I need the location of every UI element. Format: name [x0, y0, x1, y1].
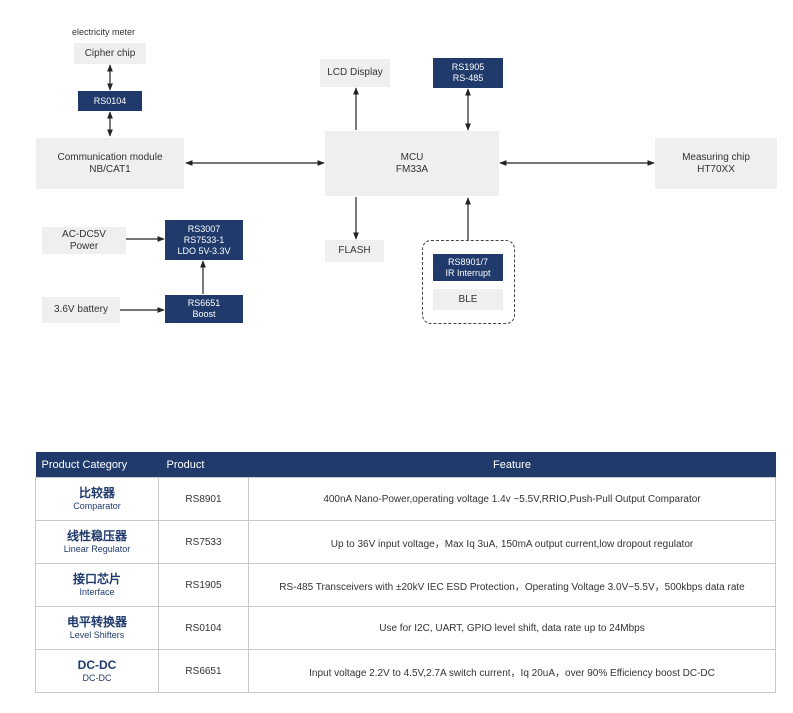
lcd-display-box: LCD Display: [320, 59, 390, 87]
comm-module-line1: Communication module: [57, 151, 163, 163]
header-feature: Feature: [248, 452, 776, 478]
measuring-chip-line1: Measuring chip: [682, 151, 750, 163]
table-header-row: Product Category Product Feature: [35, 452, 776, 478]
category-en: Level Shifters: [69, 630, 125, 640]
table-row: 接口芯片 Interface RS1905 RS-485 Transceiver…: [35, 563, 776, 607]
acdc-line1: AC-DC5V: [62, 228, 106, 240]
rs0104-box: RS0104: [78, 91, 142, 111]
battery-label: 3.6V battery: [54, 304, 108, 315]
ir-line2: IR Interrupt: [445, 267, 491, 278]
feature-cell: RS-485 Transceivers with ±20kV IEC ESD P…: [248, 563, 776, 607]
boost-box: RS6651 Boost: [165, 295, 243, 323]
table-row: 电平转换器 Level Shifters RS0104 Use for I2C,…: [35, 606, 776, 650]
comm-module-line2: NB/CAT1: [89, 163, 131, 175]
flash-label: FLASH: [338, 245, 371, 256]
battery-box: 3.6V battery: [42, 297, 120, 323]
category-cell: DC-DC DC-DC: [35, 649, 159, 693]
measuring-chip-line2: HT70XX: [697, 163, 735, 175]
meter-label: electricity meter: [72, 27, 136, 37]
cipher-chip-label: Cipher chip: [84, 47, 136, 59]
category-en: Comparator: [73, 501, 121, 511]
feature-cell: 400nA Nano-Power,operating voltage 1.4v …: [248, 477, 776, 521]
ir-line1: RS8901/7: [447, 256, 489, 267]
product-cell: RS6651: [158, 649, 249, 693]
acdc-line2: Power: [69, 240, 99, 252]
mcu-line2: FM33A: [395, 163, 429, 175]
lcd-display-label: LCD Display: [327, 67, 383, 78]
header-product-category: Product Category: [35, 452, 159, 478]
ir-ble-group: [422, 240, 515, 324]
mcu-box: MCU FM33A: [325, 131, 499, 196]
ldo-box: RS3007 RS7533-1 LDO 5V-3.3V: [165, 220, 243, 260]
table-row: DC-DC DC-DC RS6651 Input voltage 2.2V to…: [35, 649, 776, 693]
product-cell: RS7533: [158, 520, 249, 564]
comm-module-box: Communication module NB/CAT1: [36, 138, 184, 189]
category-en: Linear Regulator: [63, 544, 131, 554]
ir-interrupt-box: RS8901/7 IR Interrupt: [433, 254, 503, 281]
boost-line1: RS6651: [187, 298, 221, 308]
rs1905-line2: RS-485: [452, 73, 484, 83]
cipher-chip-box: Cipher chip: [74, 43, 146, 64]
rs1905-line1: RS1905: [451, 62, 485, 72]
ldo-line3: LDO 5V-3.3V: [177, 245, 231, 256]
product-cell: RS0104: [158, 606, 249, 650]
rs1905-box: RS1905 RS-485: [433, 58, 503, 88]
feature-cell: Input voltage 2.2V to 4.5V,2.7A switch c…: [248, 649, 776, 693]
category-en: DC-DC: [82, 673, 112, 683]
ble-label: BLE: [458, 293, 478, 305]
category-cn: 比较器: [78, 486, 115, 500]
category-cell: 比较器 Comparator: [35, 477, 159, 521]
feature-cell: Use for I2C, UART, GPIO level shift, dat…: [248, 606, 776, 650]
category-cn: 电平转换器: [66, 615, 127, 629]
boost-line2: Boost: [192, 309, 216, 319]
product-table: Product Category Product Feature 比较器 Com…: [35, 452, 776, 693]
category-en: Interface: [79, 587, 115, 597]
table-row: 线性稳压器 Linear Regulator RS7533 Up to 36V …: [35, 520, 776, 564]
ldo-line2: RS7533-1: [183, 234, 225, 245]
mcu-line1: MCU: [400, 151, 424, 163]
acdc-power-box: AC-DC5V Power: [42, 227, 126, 254]
feature-cell: Up to 36V input voltage，Max Iq 3uA, 150m…: [248, 520, 776, 564]
flash-box: FLASH: [325, 240, 384, 262]
category-cell: 接口芯片 Interface: [35, 563, 159, 607]
category-cell: 电平转换器 Level Shifters: [35, 606, 159, 650]
category-cn: DC-DC: [77, 658, 117, 672]
category-cn: 线性稳压器: [66, 529, 127, 543]
product-cell: RS8901: [158, 477, 249, 521]
header-product: Product: [158, 452, 249, 478]
ldo-line1: RS3007: [187, 223, 221, 234]
rs0104-label: RS0104: [93, 95, 127, 106]
product-cell: RS1905: [158, 563, 249, 607]
category-cn: 接口芯片: [72, 572, 121, 586]
ble-box: BLE: [433, 289, 503, 310]
measuring-chip-box: Measuring chip HT70XX: [655, 138, 777, 189]
category-cell: 线性稳压器 Linear Regulator: [35, 520, 159, 564]
table-row: 比较器 Comparator RS8901 400nA Nano-Power,o…: [35, 477, 776, 521]
